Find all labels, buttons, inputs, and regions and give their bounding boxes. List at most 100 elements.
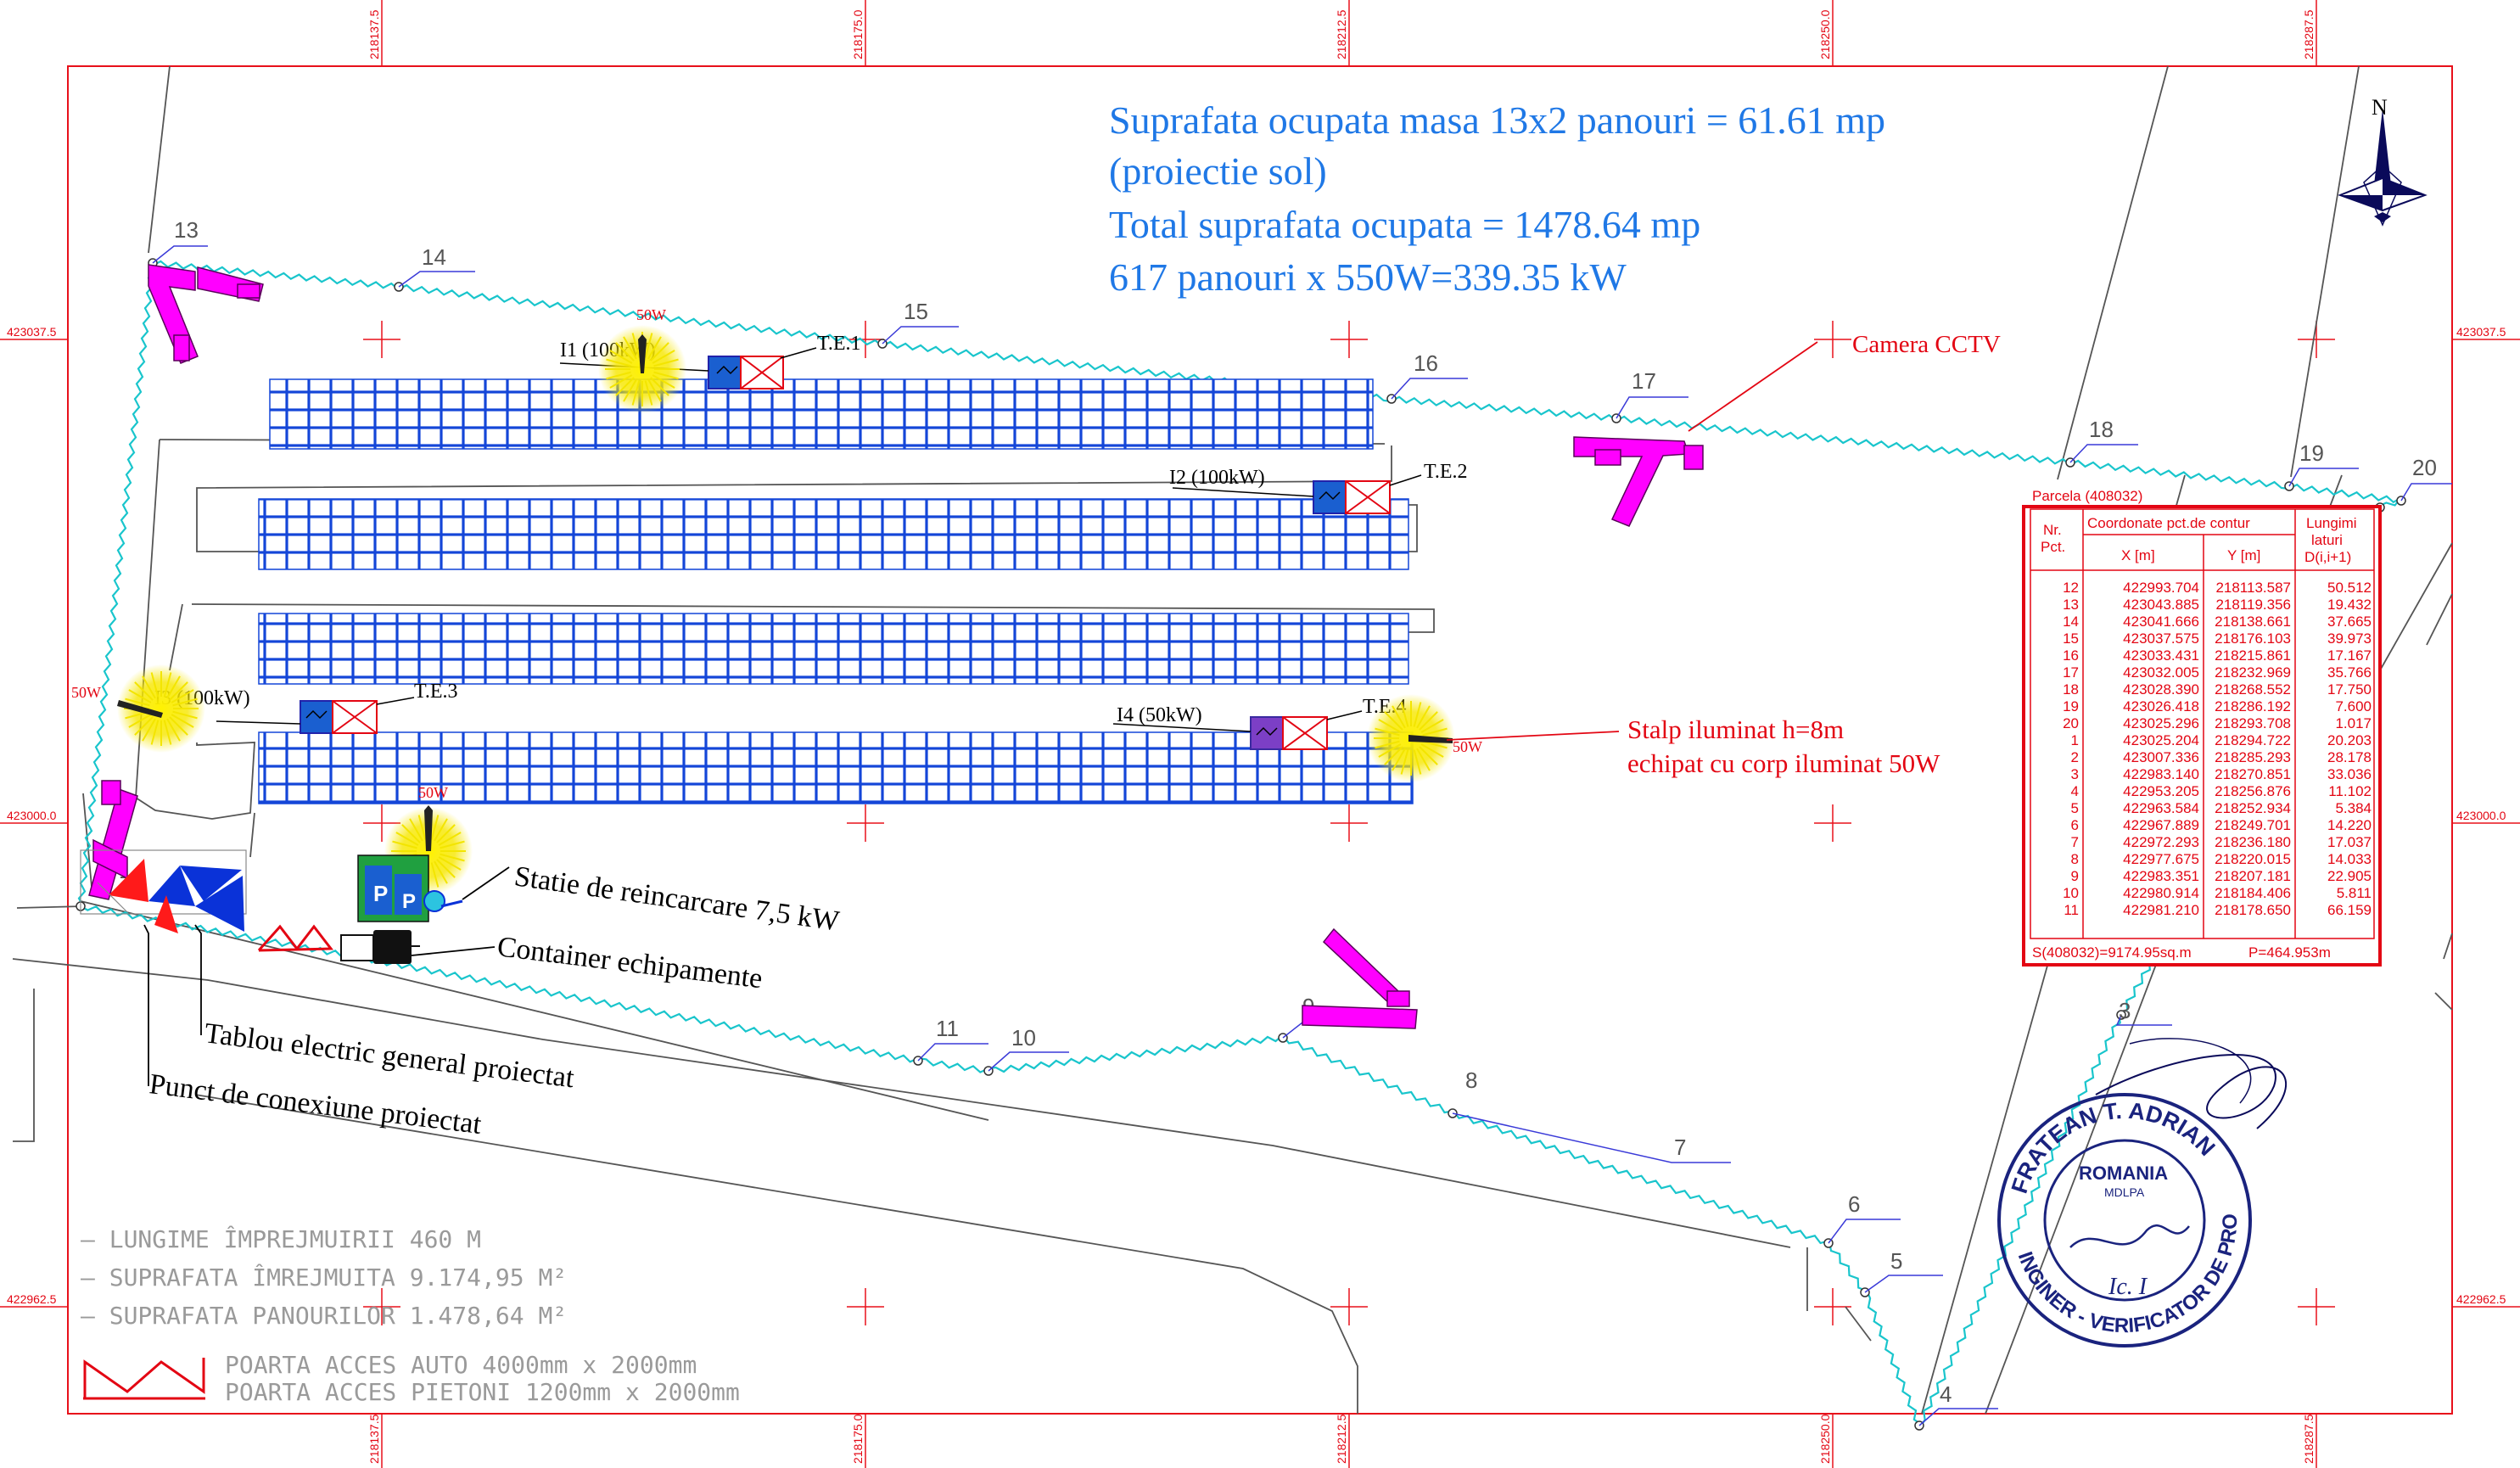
table-cell: 16: [2063, 647, 2079, 664]
camera-cctv-note: Camera CCTV: [1852, 331, 2001, 358]
gate-legend-icon: [83, 1358, 205, 1400]
point-5: 5: [1890, 1248, 1902, 1274]
cctv-camera-s: [1302, 927, 1418, 1029]
svg-text:218137.5: 218137.5: [367, 1414, 381, 1464]
pole-1-wattage: 50W: [636, 306, 666, 323]
svg-text:423000.0: 423000.0: [2456, 809, 2506, 822]
table-header-len2: laturi: [2311, 532, 2343, 548]
point-17: 17: [1632, 368, 1656, 394]
note-gate-auto: POARTA ACCES AUTO 4000mm x 2000mm: [225, 1351, 697, 1379]
pole-2-wattage: 50W: [71, 684, 101, 701]
table-cell: 423041.666: [2123, 614, 2199, 630]
table-cell: 423028.390: [2123, 681, 2199, 698]
table-cell: 218119.356: [2215, 597, 2291, 613]
table-header-coord: Coordonate pct.de contur: [2087, 515, 2250, 531]
main-entrance: [80, 849, 247, 933]
table-cell: 423025.296: [2123, 715, 2199, 731]
table-cell: 5: [2071, 800, 2079, 816]
table-cell: 423032.005: [2123, 664, 2199, 681]
pv-row-1: [269, 378, 1374, 450]
table-cell: 19.432: [2327, 597, 2372, 613]
cctv-camera-ne: [1573, 436, 1704, 527]
light-pole-2: [117, 664, 205, 753]
table-cell: 218236.180: [2215, 834, 2291, 850]
inverter-i4: [1112, 710, 1363, 750]
svg-text:423037.5: 423037.5: [2456, 325, 2506, 339]
table-cell: 4: [2071, 783, 2079, 799]
table-cell: 422993.704: [2123, 580, 2199, 596]
table-cell: 218215.861: [2215, 647, 2291, 664]
grid-label-x-2: 218175.0 218175.0: [851, 9, 865, 1464]
table-cell: 17.167: [2327, 647, 2372, 664]
table-cell: 423043.885: [2123, 597, 2199, 613]
stamp-signature: Ic. I: [2108, 1274, 2148, 1300]
table-header-len1: Lungimi: [2306, 515, 2357, 531]
grid-label-x-4: 218250.0 218250.0: [1818, 9, 1832, 1464]
stamp-country: ROMANIA: [2079, 1163, 2168, 1184]
svg-text:218175.0: 218175.0: [851, 1414, 865, 1464]
pole-4-wattage: 50W: [418, 784, 448, 801]
table-footer-area: S(408032)=9174.95sq.m: [2032, 944, 2192, 961]
table-cell: 218285.293: [2215, 749, 2291, 765]
table-cell: 17.750: [2327, 681, 2372, 698]
svg-text:218137.5: 218137.5: [367, 9, 381, 59]
table-cell: 20.203: [2327, 732, 2372, 748]
connection-point-note: Punct de conexiune proiectat: [148, 1068, 484, 1140]
table-cell: 3: [2071, 766, 2079, 782]
table-cell: 12: [2063, 580, 2079, 596]
cabinet-te2-label: T.E.2: [1424, 461, 1468, 483]
cctv-camera-sw: [88, 780, 138, 900]
north-arrow-icon: N: [2338, 95, 2428, 227]
pv-row-3: [258, 613, 1409, 685]
inverter-i3: [216, 697, 415, 734]
table-cell: 218286.192: [2215, 698, 2291, 714]
pole-3-wattage: 50W: [1453, 738, 1482, 755]
svg-text:218175.0: 218175.0: [851, 9, 865, 59]
point-8: 8: [1465, 1067, 1477, 1093]
summary-line-2: (proiectie sol): [1109, 149, 1327, 193]
point-10: 10: [1011, 1025, 1036, 1051]
table-cell: 218138.661: [2215, 614, 2291, 630]
north-label: N: [2372, 95, 2388, 120]
table-cell: 218270.851: [2215, 766, 2291, 782]
point-4: 4: [1940, 1381, 1952, 1407]
table-cell: 423026.418: [2123, 698, 2199, 714]
table-cell: 422980.914: [2123, 885, 2199, 901]
svg-text:423037.5: 423037.5: [7, 325, 57, 339]
summary-line-3: Total suprafata ocupata = 1478.64 mp: [1109, 203, 1700, 246]
inverter-i2-label: I2 (100kW): [1169, 467, 1265, 489]
table-cell: 5.384: [2335, 800, 2372, 816]
point-3: 3: [2119, 998, 2131, 1023]
table-cell: 19: [2063, 698, 2079, 714]
table-cell: 37.665: [2327, 614, 2372, 630]
note-fence-length: — LUNGIME ÎMPREJMUIRII 460 M: [81, 1224, 481, 1253]
table-cell: 423033.431: [2123, 647, 2199, 664]
point-6: 6: [1848, 1191, 1860, 1217]
grid-label-x-1: 218137.5 218137.5: [367, 9, 381, 1464]
table-cell: 1.017: [2335, 715, 2372, 731]
table-cell: 35.766: [2327, 664, 2372, 681]
table-cell: 2: [2071, 749, 2079, 765]
table-cell: 218293.708: [2215, 715, 2291, 731]
point-20: 20: [2412, 455, 2437, 480]
table-cell: 422983.140: [2123, 766, 2199, 782]
table-cell: 218113.587: [2215, 580, 2291, 596]
table-cell: 33.036: [2327, 766, 2372, 782]
table-cell: 20: [2063, 715, 2079, 731]
ev-charger-note: Statie de reincarcare 7,5 kW: [512, 860, 842, 937]
point-13: 13: [174, 217, 199, 243]
svg-text:218212.5: 218212.5: [1335, 9, 1348, 59]
table-header-y: Y [m]: [2227, 547, 2260, 563]
table-cell: 7.600: [2335, 698, 2372, 714]
table-cell: 422977.675: [2123, 851, 2199, 867]
table-cell: 18: [2063, 681, 2079, 698]
pv-row-2: [258, 498, 1409, 570]
svg-text:218212.5: 218212.5: [1335, 1414, 1348, 1464]
point-14: 14: [422, 244, 446, 270]
point-16: 16: [1414, 350, 1438, 376]
table-cell: 28.178: [2327, 749, 2372, 765]
summary-line-1: Suprafata ocupata masa 13x2 panouri = 61…: [1109, 98, 1885, 142]
point-18: 18: [2089, 417, 2114, 442]
table-cell: 6: [2071, 817, 2079, 833]
svg-text:422962.5: 422962.5: [7, 1292, 57, 1306]
